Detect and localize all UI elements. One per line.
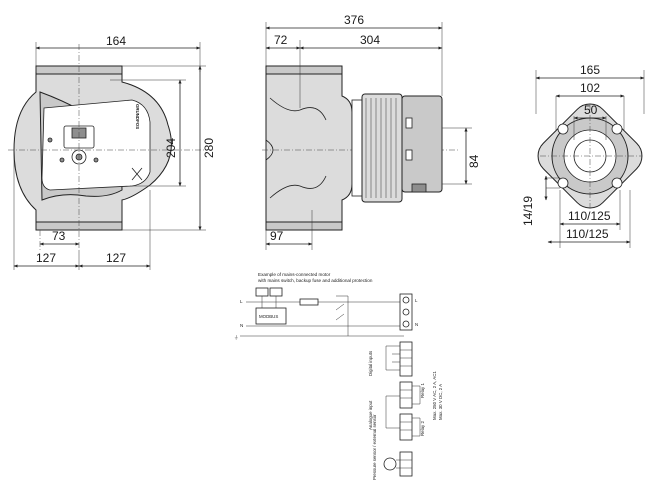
dim-110-125-b: 110/125 (566, 227, 609, 241)
dim-164: 164 (106, 34, 126, 48)
dim-97: 97 (270, 229, 284, 243)
flange-view: 165 102 50 14/19 110/125 110/125 (521, 63, 645, 248)
dim-204: 204 (164, 138, 178, 158)
dim-376: 376 (344, 13, 364, 27)
dim-14-19: 14/19 (521, 196, 535, 226)
dim-50: 50 (584, 103, 598, 117)
dim-127-right: 127 (106, 251, 126, 265)
dim-84: 84 (467, 154, 481, 168)
front-view: GRUNDFOS 164 204 280 73 127 127 (8, 34, 216, 270)
analogue-input-label: Analogue input (368, 400, 373, 430)
relay-1-label: Relay 1 (420, 383, 425, 398)
dim-280: 280 (202, 138, 216, 158)
sensor-label: Pressure sensor / external sensor (372, 414, 377, 480)
relay-2-label: Relay 2 (420, 421, 425, 436)
label-gnd: ⏚ (234, 334, 239, 340)
label-L: L (240, 299, 243, 304)
module-label: MODBUS (259, 314, 278, 319)
dim-102: 102 (580, 81, 600, 95)
label-N: N (240, 323, 243, 328)
dim-127-left: 127 (36, 251, 56, 265)
wiring-title-line2: with mains switch, backup fuse and addit… (258, 278, 373, 283)
dim-73: 73 (52, 229, 66, 243)
terminal-N: N (415, 322, 418, 327)
relay-rating-1: Max. 250 V AC, 2 A, AC1 (432, 371, 437, 420)
relay-rating-2: Max. 30 V DC, 2 A (438, 384, 443, 420)
digital-inputs-label: Digital inputs (368, 350, 373, 376)
side-view: 376 72 304 97 84 (262, 13, 481, 250)
motor-fins (365, 98, 397, 198)
dim-72: 72 (274, 33, 288, 47)
dim-110-125-a: 110/125 (568, 209, 611, 223)
dim-165: 165 (580, 63, 600, 77)
dim-304: 304 (360, 33, 380, 47)
terminal-L: L (415, 298, 418, 303)
wiring-diagram: Example of mains-connected motor with ma… (234, 272, 443, 480)
pump-brand-label: GRUNDFOS (135, 104, 140, 129)
wiring-title-line1: Example of mains-connected motor (258, 272, 331, 277)
